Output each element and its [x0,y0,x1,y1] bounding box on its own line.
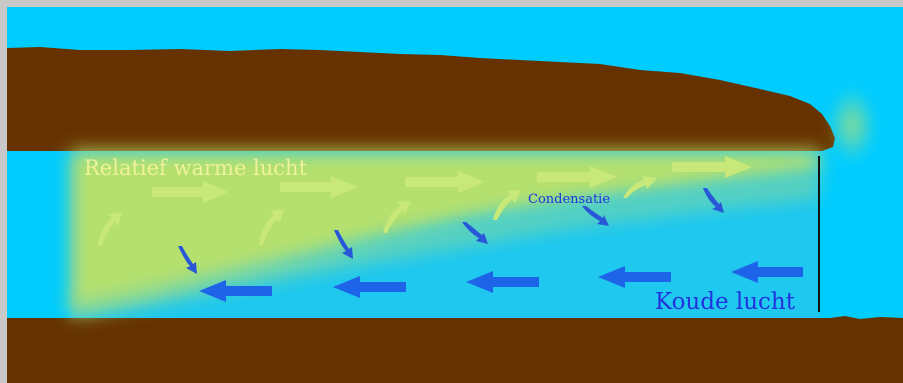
warm-air-plume [828,87,876,163]
cold-air-label: Koude lucht [655,289,796,315]
cave-floor [7,316,903,383]
warm-air-label: Relatief warme lucht [84,156,308,180]
condensation-label: Condensatie [528,192,610,207]
